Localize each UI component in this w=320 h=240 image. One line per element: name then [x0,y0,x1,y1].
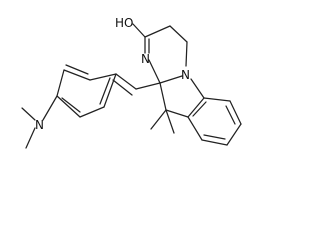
ring-n-lower-label: N [181,68,190,82]
dimethylamino-n-label: N [35,118,44,132]
bond-o-c2 [132,23,146,38]
bond-c4-n-lower [185,41,188,67]
bond-vinyl-a [135,82,161,90]
chemical-structure: H O N N N [21,16,242,149]
bond-phenyl-2 [63,69,91,81]
bond-aryl-n [42,95,58,121]
bond-c9a-c5a [187,97,205,118]
bond-phenyl-2-double [65,64,89,75]
structure-canvas: H O N N N [21,16,242,149]
bond-phenyl-1 [89,73,117,81]
bond-benzo-3 [226,123,242,146]
bond-methyl-right [165,109,175,134]
bond-n-upper-c10a [148,59,161,84]
hydroxyl-o-label: O [124,16,133,30]
bond-benzo-4-double [203,134,226,140]
bond-phenyl-4 [56,95,81,118]
bond-benzo-5 [187,116,203,141]
hydroxyl-h-label: H [115,16,124,30]
bond-vinyl-b [115,73,137,90]
bond-vinyl-b-double [112,79,133,96]
bond-n-lower-c5a [190,78,205,99]
bond-benzo-2 [229,100,242,125]
bond-benzo-1 [203,97,231,102]
bond-benzo-4 [201,139,228,146]
bond-c10-c9a [165,109,189,118]
bond-c3-c4 [169,25,188,43]
bond-c10a-n-lower [159,75,183,84]
bond-phenyl-4-double [61,97,81,113]
bond-phenyl-6-double [99,77,111,105]
bond-methyl-left [150,109,167,130]
bond-benzo-inner-double [192,101,207,117]
bond-c10a-c10 [159,82,167,111]
bond-c2-c3 [144,25,171,38]
bond-n-methyl-upper [21,107,36,121]
ring-n-upper-label: N [141,52,150,66]
bond-benzo-2-double [225,105,236,125]
bond-phenyl-3 [56,69,65,97]
bond-phenyl-5 [79,106,105,118]
bond-phenyl-6 [103,73,117,108]
bond-n-methyl-lower [25,127,36,149]
